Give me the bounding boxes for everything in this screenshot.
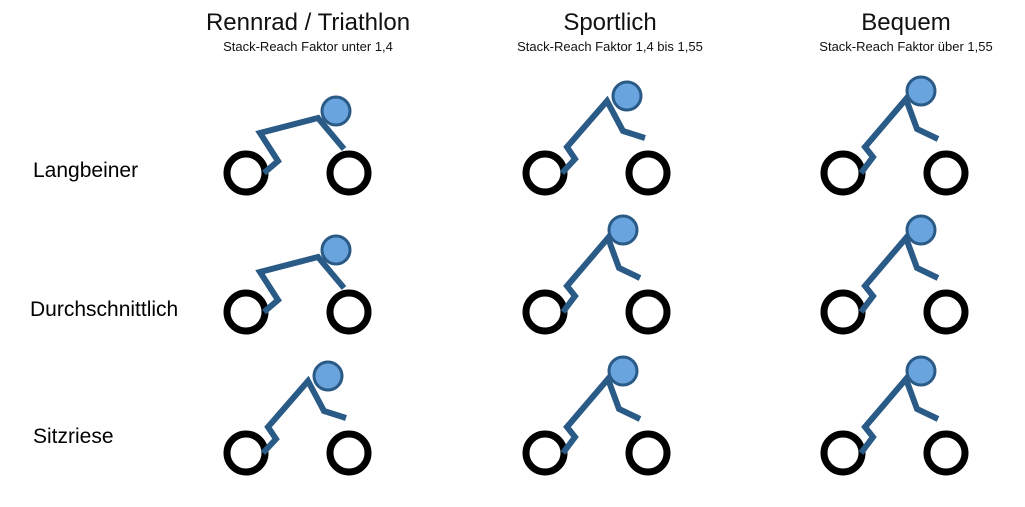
rear-wheel (820, 430, 866, 476)
rear-wheel (820, 289, 866, 335)
column-header-sport: Sportlich Stack-Reach Faktor 1,4 bis 1,5… (460, 8, 760, 56)
rider-figure-comfort (820, 355, 969, 476)
front-wheel (923, 150, 969, 196)
column-subtitle: Stack-Reach Faktor 1,4 bis 1,55 (517, 39, 703, 54)
column-header-race: Rennrad / Triathlon Stack-Reach Faktor u… (158, 8, 458, 56)
rear-wheel (522, 150, 568, 196)
row-label-durchschnittlich: Durchschnittlich (30, 298, 179, 321)
column-header-comfort: Bequem Stack-Reach Faktor über 1,55 (756, 8, 1025, 56)
front-wheel (923, 289, 969, 335)
rider-head (905, 75, 937, 107)
rider-head (312, 360, 344, 392)
rider-head (905, 214, 937, 246)
rider-body (255, 253, 347, 315)
column-subtitle: Stack-Reach Faktor über 1,55 (819, 39, 993, 54)
column-title: Sportlich (563, 9, 657, 36)
rider-body (858, 232, 940, 314)
rear-wheel (223, 289, 269, 335)
rear-wheel (820, 150, 866, 196)
rear-wheel (522, 430, 568, 476)
rear-wheel (522, 289, 568, 335)
rear-wheel (223, 150, 269, 196)
column-subtitle: Stack-Reach Faktor unter 1,4 (223, 39, 393, 54)
rider-body (560, 373, 642, 455)
rider-body (559, 95, 646, 176)
front-wheel (923, 430, 969, 476)
column-title: Bequem (861, 9, 951, 36)
rider-body (858, 373, 940, 455)
rider-figure-comfort (820, 214, 969, 335)
rider-figure-race (223, 95, 372, 196)
rider-body (560, 232, 642, 314)
rider-head (607, 214, 639, 246)
rider-head (607, 355, 639, 387)
row-label-langbeiner: Langbeiner (33, 159, 139, 182)
front-wheel (326, 150, 372, 196)
rider-head (611, 80, 643, 112)
front-wheel (326, 289, 372, 335)
rider-figure-sport (522, 80, 671, 196)
rider-figure-sport (223, 360, 372, 476)
rider-figure-comfort (522, 214, 671, 335)
row-label-sitzriese: Sitzriese (33, 425, 114, 448)
front-wheel (625, 289, 671, 335)
rider-figure-comfort (820, 75, 969, 196)
rear-wheel (223, 430, 269, 476)
rider-body (255, 114, 347, 176)
front-wheel (326, 430, 372, 476)
front-wheel (625, 150, 671, 196)
rider-head (320, 234, 352, 266)
rider-head (320, 95, 352, 127)
rider-body (260, 375, 347, 456)
rider-head (905, 355, 937, 387)
rider-figure-comfort (522, 355, 671, 476)
rider-figure-race (223, 234, 372, 335)
rider-body (858, 93, 940, 175)
front-wheel (625, 430, 671, 476)
column-title: Rennrad / Triathlon (205, 9, 411, 36)
